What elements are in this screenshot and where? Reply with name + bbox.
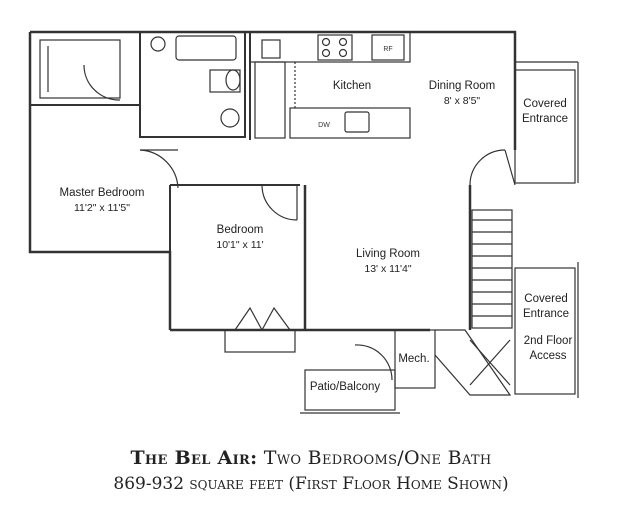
label-master: Master Bedroom 11'2" x 11'5" (59, 186, 144, 216)
covered-entrance-top (514, 69, 576, 184)
mech-door-swing (354, 344, 393, 381)
covered-entrance-top-line2: Entrance (521, 113, 569, 125)
burner-3 (321, 48, 331, 58)
outer-wall-top (30, 30, 517, 70)
bath-door-swing (139, 149, 179, 189)
bedroom-dims: 10'1" x 11' (216, 239, 264, 251)
second-floor-line1: 2nd Floor (523, 335, 573, 347)
fridge-label: RF (383, 46, 392, 53)
refrigerator (371, 34, 405, 61)
caption-sqft: 869-932 square feet (113, 474, 283, 494)
kitchen-upper-counter (249, 31, 411, 63)
bedroom-closet (224, 329, 296, 353)
master-closet (39, 39, 121, 99)
closet-door-right (261, 306, 291, 331)
caption-note: (First Floor Home Shown) (288, 474, 509, 494)
entry-door-swing (469, 149, 506, 186)
covered-entrance-bottom-line1: Covered (524, 293, 568, 305)
kitchen-name: Kitchen (332, 80, 372, 92)
label-living: Living Room 13' x 11'4" (356, 247, 420, 277)
master-dims: 11'2" x 11'5" (73, 202, 131, 214)
dining-name: Dining Room (428, 80, 496, 92)
kitchen-sink (344, 111, 370, 133)
dishwasher-label: DW (318, 122, 330, 129)
kitchen-left-counter (254, 61, 286, 139)
mech-name: Mech. (398, 353, 430, 365)
stair-treads (472, 219, 512, 317)
covered-entrance-bottom-line2: Entrance (522, 308, 570, 320)
patio-name: Patio/Balcony (309, 381, 381, 393)
toilet-tank (225, 69, 241, 91)
floor-plan: RF DW (28, 30, 579, 414)
label-dining: Dining Room 8' x 8'5" (429, 79, 495, 109)
landing-diag-2 (469, 339, 511, 386)
burner-4 (338, 48, 348, 58)
wall-oven (261, 39, 281, 59)
stair (471, 209, 513, 329)
second-floor-line2: Access (529, 350, 567, 362)
label-second-floor: 2nd Floor Access (524, 334, 573, 364)
burner-2 (338, 37, 348, 47)
toilet (220, 108, 240, 128)
caption-plan-type: Two Bedrooms/One Bath (263, 447, 492, 469)
label-patio: Patio/Balcony (310, 380, 380, 395)
master-name: Master Bedroom (59, 187, 145, 199)
mech-room (394, 329, 436, 389)
label-kitchen: Kitchen (333, 79, 371, 94)
closet-door-left (234, 306, 263, 331)
entry-door (504, 149, 516, 186)
caption-title: The Bel Air: Two Bedrooms/One Bath (0, 447, 622, 469)
caption-details: 869-932 square feet (First Floor Home Sh… (0, 474, 622, 494)
living-name: Living Room (356, 248, 420, 260)
living-dims: 13' x 11'4" (364, 263, 412, 275)
master-door-swing (83, 64, 121, 101)
label-covered-entrance-bottom: Covered Entrance (523, 292, 569, 322)
covered-entrance-bottom (514, 267, 576, 395)
sink-bath (150, 36, 166, 52)
patio (304, 369, 396, 411)
caption-plan-name: The Bel Air: (130, 447, 258, 469)
vanity (209, 69, 241, 93)
burner-1 (321, 37, 331, 47)
label-mech: Mech. (398, 352, 429, 367)
bathroom (139, 31, 246, 138)
bedroom-name: Bedroom (216, 224, 264, 236)
outer-wall-left (28, 32, 172, 330)
covered-entrance-top-line1: Covered (523, 98, 567, 110)
kitchen-lower-counter (289, 107, 411, 139)
bathtub (175, 35, 237, 61)
label-covered-entrance-top: Covered Entrance (522, 97, 568, 127)
landing (434, 329, 512, 396)
label-bedroom: Bedroom 10'1" x 11' (216, 223, 263, 253)
dining-dims: 8' x 8'5" (443, 95, 481, 107)
stove (317, 34, 353, 61)
bedroom-door-swing (261, 184, 298, 221)
